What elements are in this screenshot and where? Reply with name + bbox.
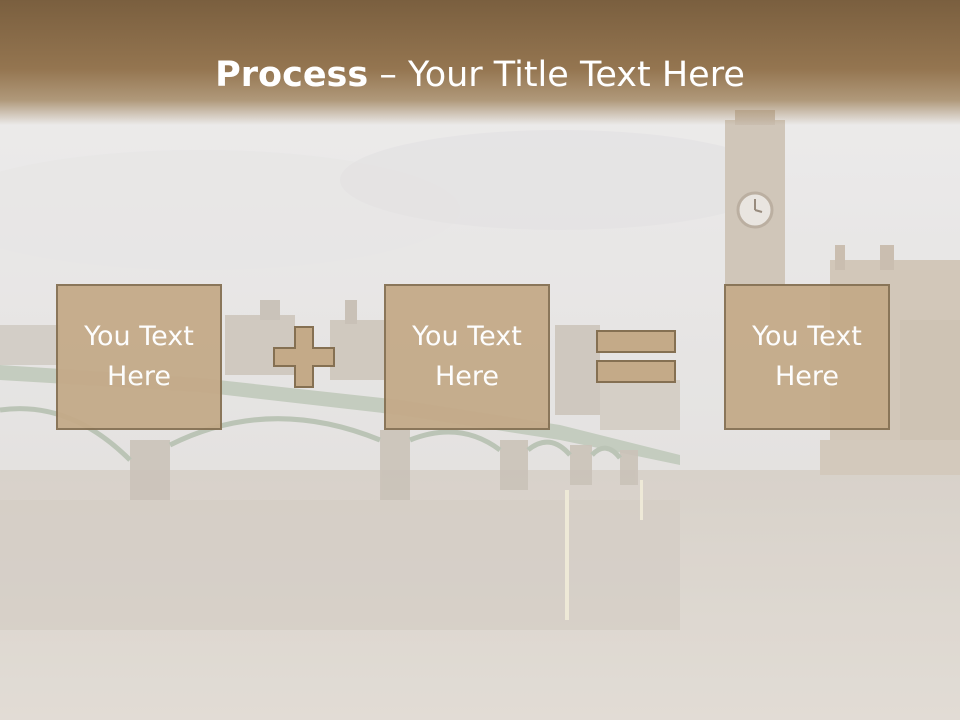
process-box-3-text: You Text Here bbox=[752, 321, 862, 392]
plus-icon bbox=[273, 326, 335, 388]
title-band bbox=[0, 0, 960, 125]
process-box-2-text: You Text Here bbox=[412, 321, 522, 392]
process-box-2[interactable]: You Text Here bbox=[384, 284, 550, 430]
process-box-1-text: You Text Here bbox=[84, 321, 194, 392]
title-bold: Process bbox=[215, 55, 369, 95]
slide-title: Process – Your Title Text Here bbox=[0, 52, 960, 98]
process-box-3[interactable]: You Text Here bbox=[724, 284, 890, 430]
process-box-1[interactable]: You Text Here bbox=[56, 284, 222, 430]
title-rest: – Your Title Text Here bbox=[368, 55, 745, 95]
equals-icon bbox=[596, 330, 676, 383]
